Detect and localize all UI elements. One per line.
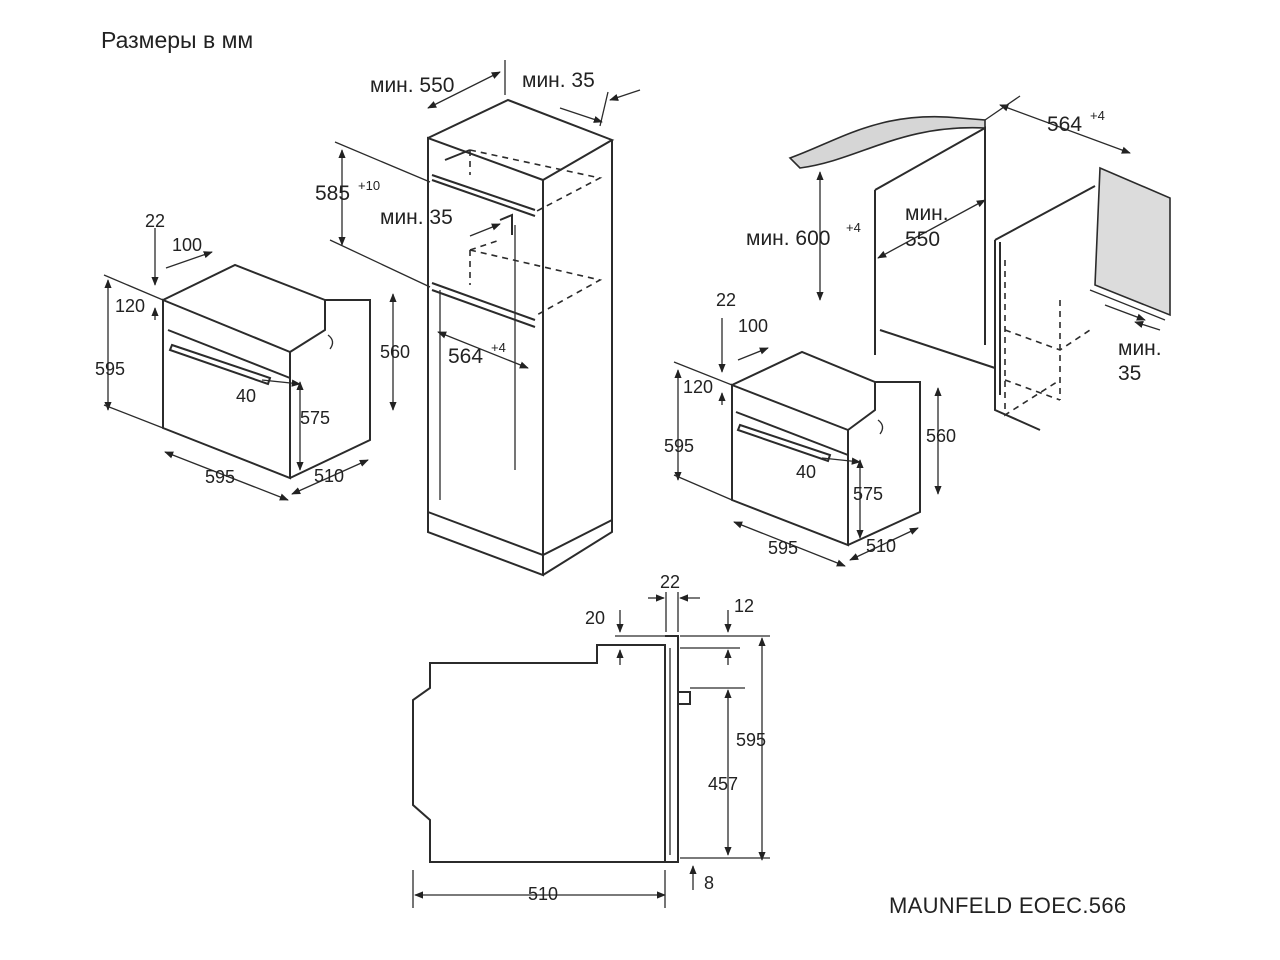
oven-left-d510: 510 [314, 466, 344, 486]
column-d585: 585 [315, 182, 350, 205]
oven-left-d22: 22 [145, 211, 165, 231]
oven-left-d575: 575 [300, 408, 330, 428]
oven-right-d120: 120 [683, 377, 713, 397]
side-profile-drawing [412, 592, 770, 908]
oven-right-d560: 560 [926, 426, 956, 446]
oven-left-d595-width: 595 [205, 467, 235, 487]
oven-left-d595-height: 595 [95, 359, 125, 379]
column-d564: 564 [448, 345, 483, 368]
oven-right-d575: 575 [853, 484, 883, 504]
counter-min550-line1: мин. [905, 202, 949, 225]
oven-right-drawing [673, 318, 942, 567]
side-d12: 12 [734, 596, 754, 616]
column-d564-tolerance: +4 [491, 340, 506, 355]
side-d20: 20 [585, 608, 605, 628]
counter-min600: мин. 600 [746, 227, 830, 250]
column-min35-top: мин. 35 [522, 69, 595, 92]
counter-min35-line2: 35 [1118, 362, 1141, 385]
page-title: Размеры в мм [101, 27, 254, 53]
column-min550: мин. 550 [370, 74, 454, 97]
side-d22: 22 [660, 572, 680, 592]
oven-left-drawing [103, 228, 397, 501]
counter-min600-tolerance: +4 [846, 220, 861, 235]
counter-d564: 564 [1047, 113, 1082, 136]
oven-right-d595-width: 595 [768, 538, 798, 558]
side-d8: 8 [704, 873, 714, 893]
under-counter-drawing [788, 95, 1171, 431]
side-d457: 457 [708, 774, 738, 794]
column-min35-mid: мин. 35 [380, 206, 453, 229]
model-name: MAUNFELD EOEC.566 [889, 893, 1127, 918]
oven-left-d40: 40 [236, 386, 256, 406]
counter-min550-line2: 550 [905, 228, 940, 251]
tall-column-drawing [329, 60, 641, 577]
counter-min35-line1: мин. [1118, 337, 1162, 360]
side-d595: 595 [736, 730, 766, 750]
oven-right-d595-height: 595 [664, 436, 694, 456]
oven-left-d560: 560 [380, 342, 410, 362]
oven-left-d120: 120 [115, 296, 145, 316]
column-d585-tolerance: +10 [358, 178, 380, 193]
oven-right-d510: 510 [866, 536, 896, 556]
oven-left-d100: 100 [172, 235, 202, 255]
oven-right-d40: 40 [796, 462, 816, 482]
side-d510: 510 [528, 884, 558, 904]
oven-right-d100: 100 [738, 316, 768, 336]
oven-right-d22: 22 [716, 290, 736, 310]
counter-d564-tolerance: +4 [1090, 108, 1105, 123]
